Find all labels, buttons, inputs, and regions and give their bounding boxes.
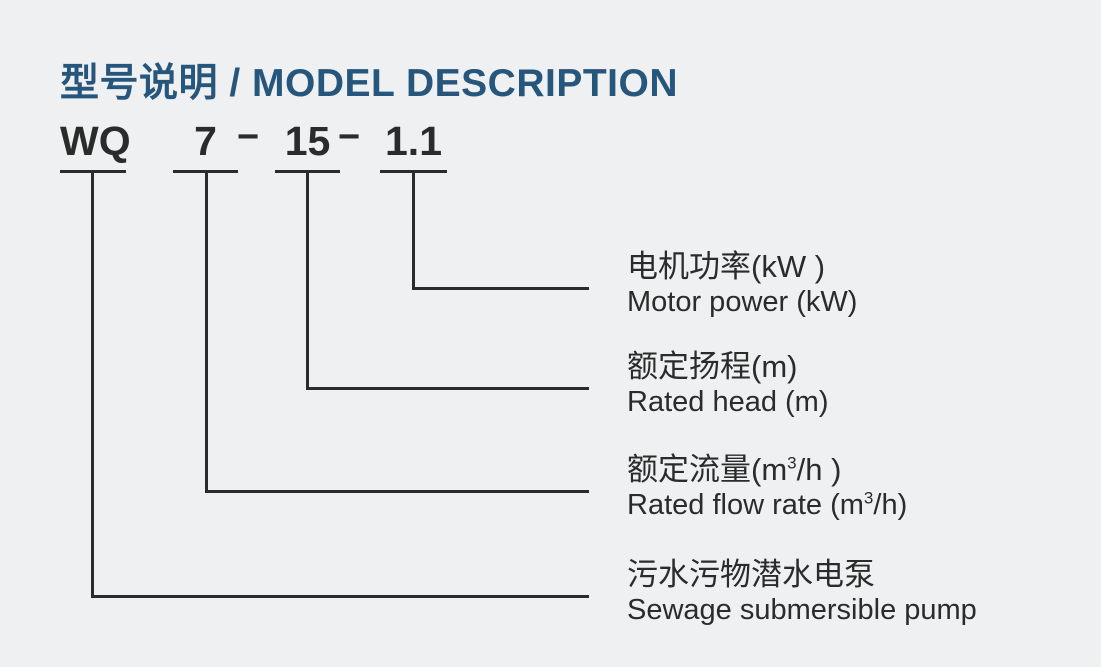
model-segment-flow: 7 [194,118,217,164]
model-segment-series: WQ [60,118,131,164]
underline-head [275,170,340,173]
label-motor-power-en: Motor power (kW) [627,286,858,318]
model-segment-head: 15 [284,118,331,164]
label-pump-type-en: Sewage submersible pump [627,594,977,626]
leader-line-motor-power [412,172,589,290]
label-motor-power-cn: 电机功率(kW ) [627,249,826,284]
leader-line-rated-head [306,172,589,390]
leader-line-rated-flow [205,172,589,493]
label-motor-power: 电机功率(kW ) Motor power (kW) [627,248,857,319]
underline-power [380,170,447,173]
underline-flow [173,170,238,173]
leader-line-pump-type [91,172,589,598]
model-separator-dash: − [338,116,361,158]
model-segment-power: 1.1 [385,118,442,164]
section-title: 型号说明 / MODEL DESCRIPTION [60,62,678,105]
label-pump-type-cn: 污水污物潜水电泵 [627,557,875,592]
label-rated-flow-cn-superscript: 3 [787,453,797,473]
label-rated-flow-cn-prefix: 额定流量(m [627,452,788,487]
label-pump-type: 污水污物潜水电泵 Sewage submersible pump [627,556,977,627]
label-rated-flow-en-superscript: 3 [863,488,874,508]
label-rated-flow-cn: 额定流量(m3/h ) [627,451,907,488]
label-rated-head-en: Rated head (m) [627,386,829,418]
label-rated-head-cn: 额定扬程(m) [627,349,798,384]
label-rated-flow-en-prefix: Rated flow rate (m [627,489,864,521]
label-rated-flow-en-suffix: /h) [873,489,908,521]
underline-series [60,170,126,173]
label-rated-flow: 额定流量(m3/h ) Rated flow rate (m3/h) [627,451,907,522]
label-rated-flow-cn-suffix: /h ) [796,452,842,487]
model-separator-dash: − [237,116,260,158]
label-rated-head: 额定扬程(m) Rated head (m) [627,348,829,419]
label-rated-flow-en: Rated flow rate (m3/h) [627,488,907,522]
